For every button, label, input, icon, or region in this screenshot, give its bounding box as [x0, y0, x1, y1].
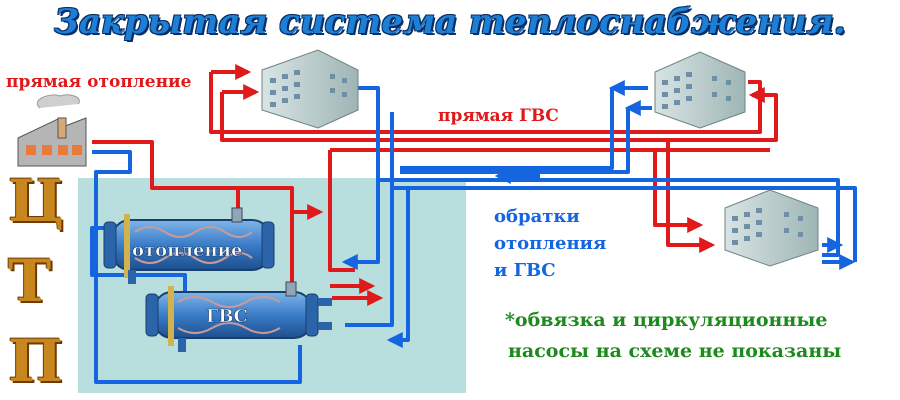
ctp-letter-3: П: [8, 327, 63, 395]
returns-label-line3: и ГВС: [494, 260, 556, 281]
return-top-right-2: [400, 108, 630, 174]
return-from-building-2: [390, 112, 857, 262]
return-lines: [90, 80, 857, 384]
hx-dhw-label: ГВС: [206, 306, 248, 327]
ctp-letter-1: Ц: [8, 167, 65, 235]
heating-supply-label: прямая отопление: [6, 72, 192, 92]
hx-dhw: [145, 281, 332, 352]
return-down-substation-3: [386, 188, 410, 348]
return-down-substation: [341, 180, 380, 270]
ctp-letter-2: Т: [8, 247, 52, 315]
source-supply-pipe: [92, 140, 240, 212]
heating-supply-pipe-2: [220, 87, 778, 142]
hx-return-link: [90, 226, 187, 300]
building-icon: [261, 49, 359, 129]
note-line2: насосы на схеме не показаны: [508, 340, 842, 362]
hx-heating: [103, 207, 275, 284]
supply-to-heating: [238, 186, 324, 220]
return-top-right: [400, 88, 614, 170]
building-icon: [724, 189, 819, 267]
returns-label-line1: обратки: [494, 206, 580, 227]
supply-vertical-right: [328, 150, 355, 272]
note-line1: *обвязка и циркуляционные: [505, 309, 828, 331]
dhw-supply-label: прямая ГВС: [438, 106, 559, 126]
page-title: Закрытая система теплоснабжения.: [54, 2, 846, 42]
returns-label-line2: отопления: [494, 233, 607, 254]
building-icon: [654, 51, 746, 129]
heating-supply-pipe-1: [209, 72, 762, 134]
return-down-substation-2: [345, 188, 394, 327]
supply-lines: [92, 64, 778, 306]
substation-area: [78, 178, 466, 393]
boiler-house-icon: [17, 94, 87, 167]
return-from-building-1: [358, 86, 840, 257]
source-return-pipe: [92, 150, 302, 384]
dhw-branch-lower-building-2: [666, 140, 716, 253]
dhw-branch-lower-building-1: [653, 150, 704, 233]
hx-heating-label: отопление: [132, 240, 242, 261]
